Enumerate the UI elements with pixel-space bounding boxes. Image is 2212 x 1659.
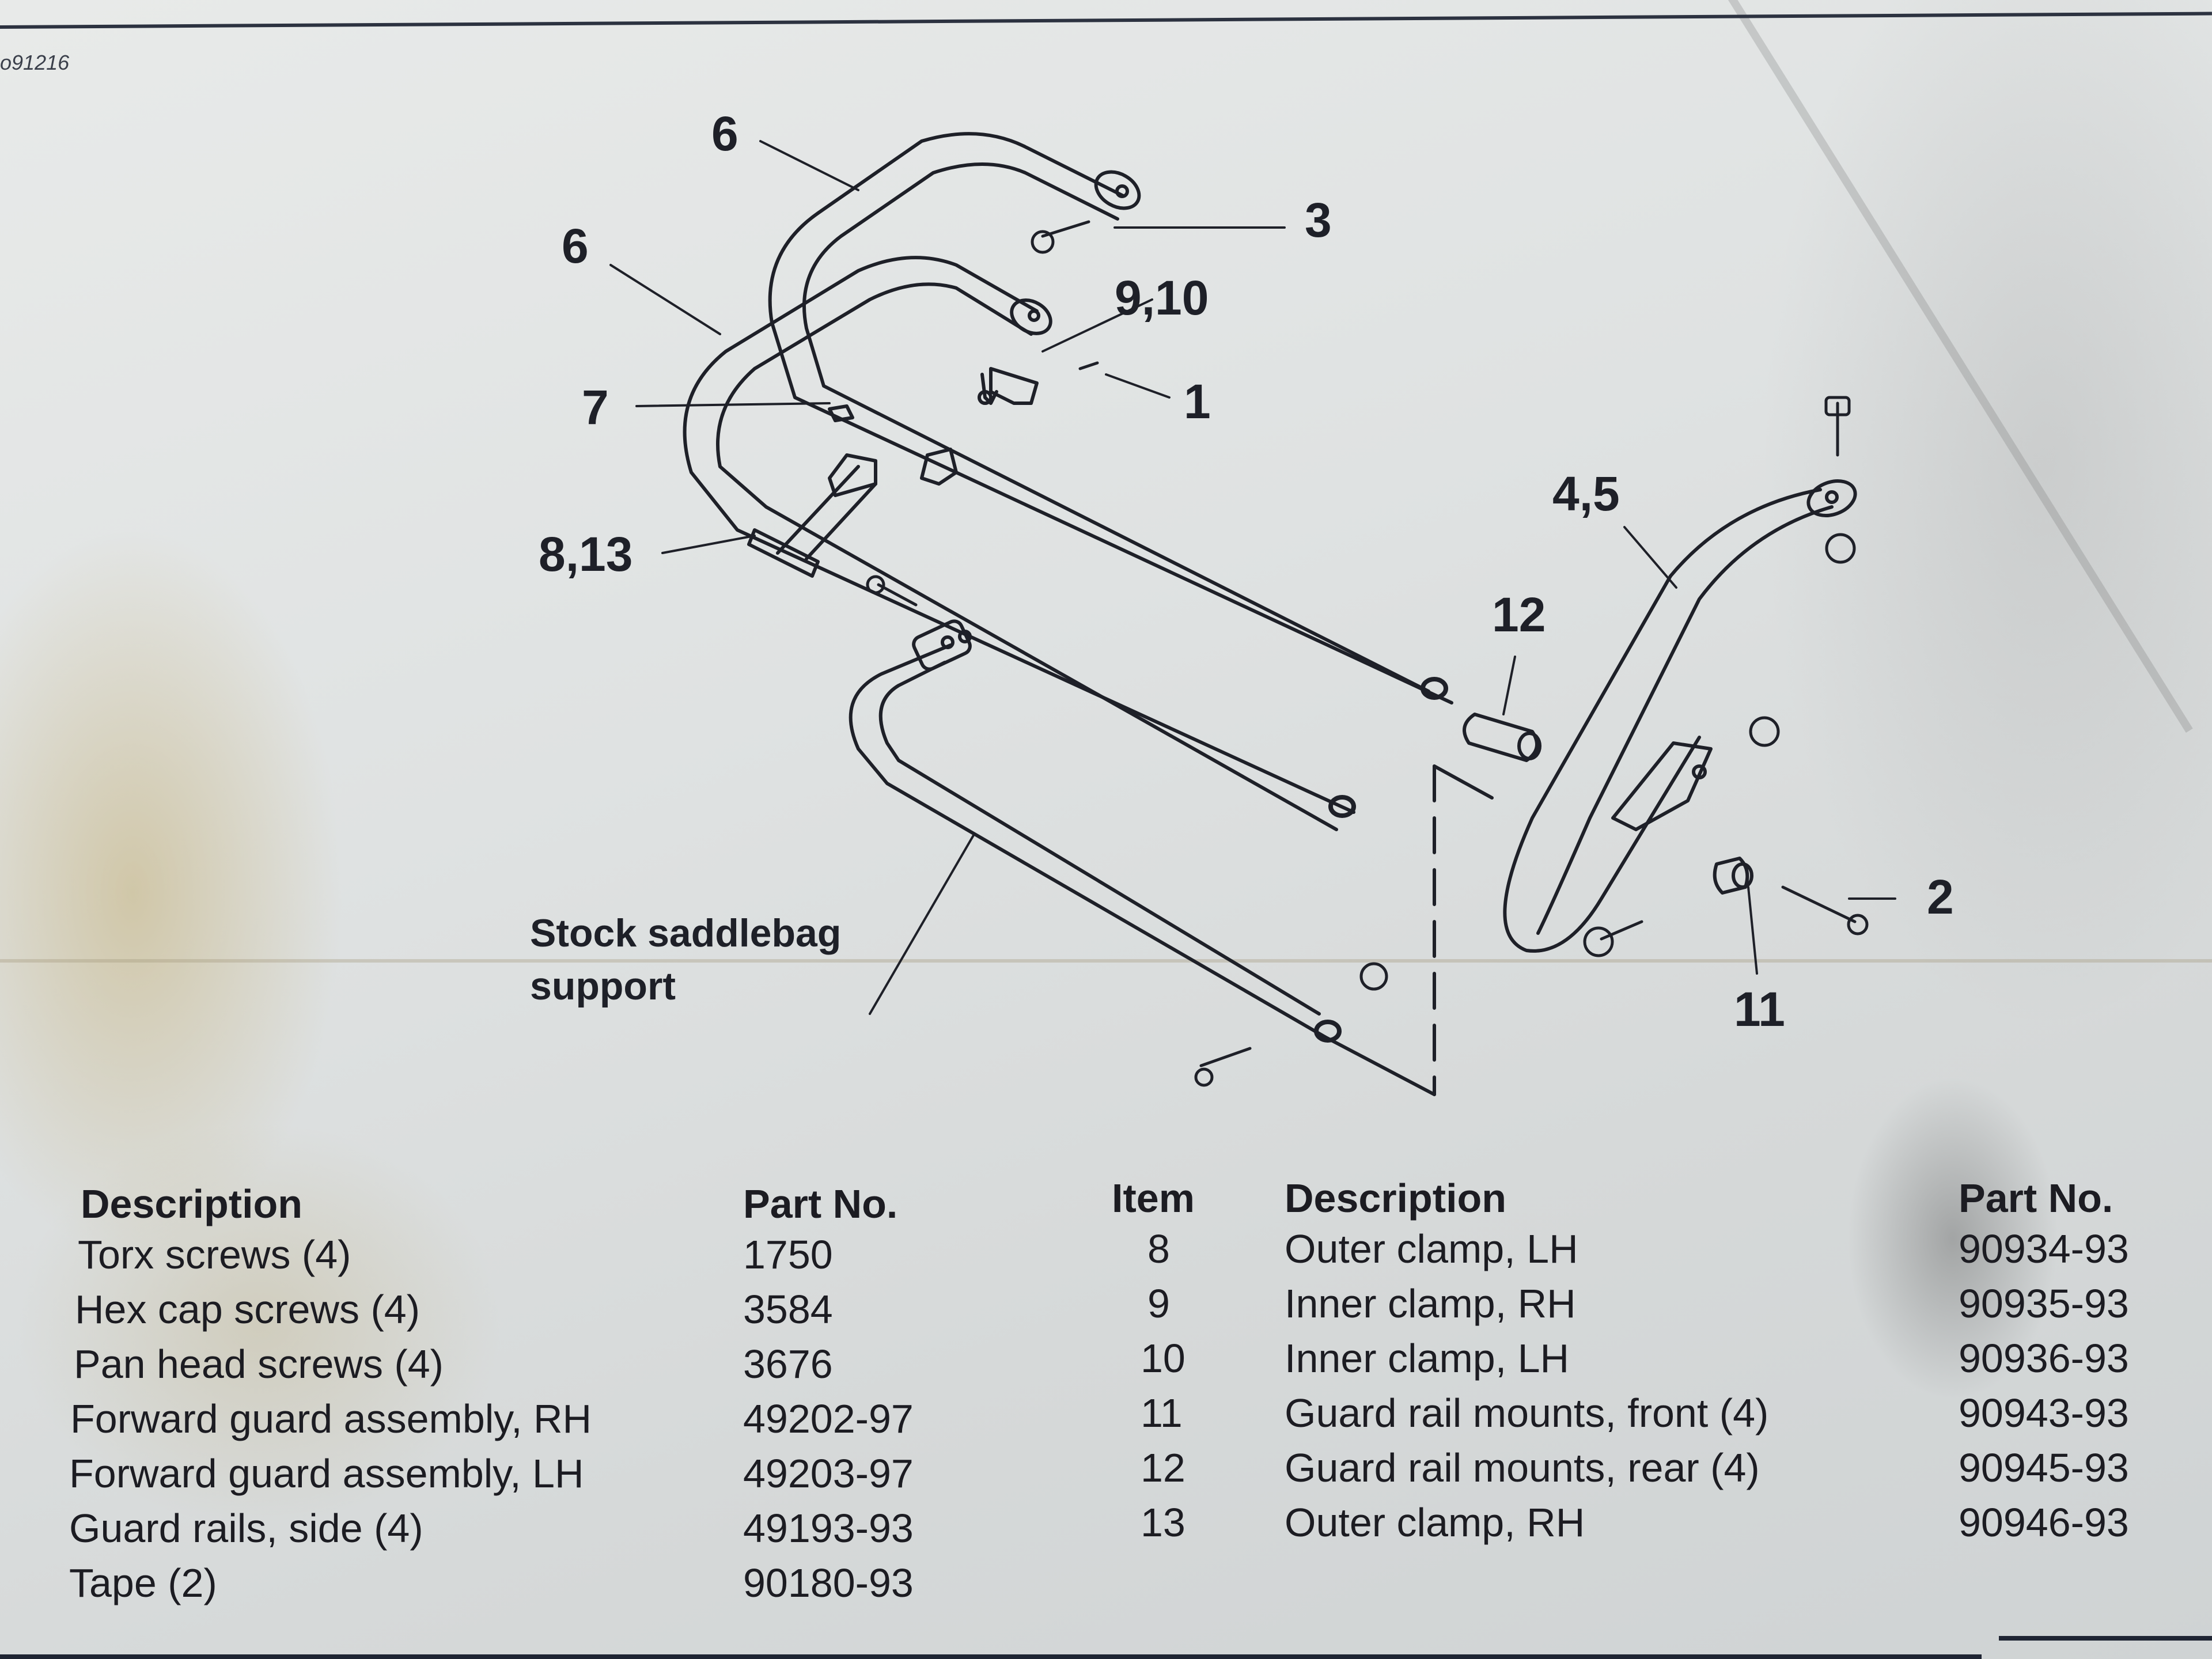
tube-end bbox=[1421, 677, 1448, 700]
cell-part-no: 90934-93 bbox=[1959, 1226, 2129, 1271]
table-row: 11 Guard rail mounts, front (4) 90943-93 bbox=[1112, 1385, 2129, 1440]
table-row: Tape (2) 90180-93 bbox=[69, 1555, 1146, 1610]
header-description: Description bbox=[1285, 1176, 1507, 1221]
callout-6-upper: 6 bbox=[711, 107, 738, 161]
table-row: 10 Inner clamp, LH 90936-93 bbox=[1112, 1331, 2129, 1385]
table-row: 9 Inner clamp, RH 90935-93 bbox=[1112, 1276, 2129, 1331]
table-header-row: Description Part No. bbox=[69, 1172, 1146, 1227]
document-number: o91216 bbox=[0, 51, 70, 74]
callout-9-10: 9,10 bbox=[1115, 271, 1209, 325]
exploded-diagram bbox=[609, 132, 1896, 1096]
cell-part-no: 90946-93 bbox=[1959, 1499, 2129, 1545]
table-header-row: Item Description Part No. bbox=[1112, 1166, 2129, 1221]
cell-part-no: 90943-93 bbox=[1959, 1390, 2129, 1435]
callout-2: 2 bbox=[1927, 870, 1954, 924]
saddlebag-support-note: Stock saddlebag support bbox=[530, 907, 841, 1013]
table-row: 8 Outer clamp, LH 90934-93 bbox=[1112, 1221, 2129, 1276]
cell-description: Forward guard assembly, LH bbox=[69, 1450, 584, 1496]
table-row: 12 Guard rail mounts, rear (4) 90945-93 bbox=[1112, 1440, 2129, 1495]
cell-part-no: 49193-93 bbox=[743, 1505, 914, 1551]
callout-12: 12 bbox=[1492, 588, 1546, 642]
rail-mounts bbox=[1463, 713, 1753, 895]
cell-item: 13 bbox=[1141, 1499, 1185, 1545]
callout-3: 3 bbox=[1305, 193, 1332, 247]
cell-description: Guard rails, side (4) bbox=[69, 1505, 423, 1551]
cell-part-no: 90936-93 bbox=[1959, 1335, 2129, 1381]
tape-piece bbox=[828, 404, 854, 422]
cell-item: 8 bbox=[1147, 1226, 1170, 1271]
note-line-2: support bbox=[530, 964, 676, 1008]
cell-part-no: 90945-93 bbox=[1959, 1445, 2129, 1490]
cell-description: Forward guard assembly, RH bbox=[70, 1396, 592, 1441]
cell-description: Guard rail mounts, front (4) bbox=[1285, 1390, 1769, 1435]
hardware bbox=[866, 220, 1869, 1087]
header-description: Description bbox=[81, 1181, 303, 1226]
cell-part-no: 3584 bbox=[743, 1286, 833, 1332]
cell-description: Inner clamp, RH bbox=[1285, 1281, 1576, 1326]
cell-item: 11 bbox=[1141, 1390, 1183, 1435]
cell-part-no: 90180-93 bbox=[743, 1560, 914, 1605]
cell-description: Guard rail mounts, rear (4) bbox=[1285, 1445, 1760, 1490]
callout-4-5: 4,5 bbox=[1552, 467, 1620, 521]
header-part-no: Part No. bbox=[743, 1181, 898, 1226]
saddlebag-support bbox=[849, 619, 1342, 1043]
paper-fold bbox=[0, 959, 2212, 963]
bottom-rule-right bbox=[1999, 1636, 2212, 1641]
callout-11: 11 bbox=[1734, 982, 1785, 1036]
table-row: Guard rails, side (4) 49193-93 bbox=[69, 1501, 1146, 1555]
cell-description: Torx screws (4) bbox=[78, 1232, 351, 1277]
note-line-1: Stock saddlebag bbox=[530, 911, 842, 955]
cell-description: Outer clamp, LH bbox=[1285, 1226, 1578, 1271]
callout-1: 1 bbox=[1184, 374, 1211, 429]
cell-description: Outer clamp, RH bbox=[1285, 1499, 1585, 1545]
callout-6-lower: 6 bbox=[562, 219, 589, 273]
table-row: Forward guard assembly, RH 49202-97 bbox=[69, 1391, 1146, 1446]
table-row: 13 Outer clamp, RH 90946-93 bbox=[1112, 1495, 2129, 1550]
cell-part-no: 1750 bbox=[743, 1232, 833, 1277]
tube-end bbox=[1328, 795, 1356, 818]
cell-item: 10 bbox=[1141, 1335, 1185, 1381]
cell-part-no: 49203-97 bbox=[743, 1450, 914, 1496]
cell-item: 9 bbox=[1147, 1281, 1170, 1326]
guard-rail-lower bbox=[683, 256, 1355, 831]
forward-guard-assembly bbox=[1503, 479, 1857, 953]
table-row: Forward guard assembly, LH 49203-97 bbox=[69, 1446, 1146, 1501]
cell-part-no: 3676 bbox=[743, 1341, 833, 1387]
cell-description: Inner clamp, LH bbox=[1285, 1335, 1570, 1381]
callout-7: 7 bbox=[582, 380, 609, 434]
table-row: Torx screws (4) 1750 bbox=[69, 1227, 1146, 1282]
guard-rail-upper bbox=[768, 132, 1453, 704]
table-row: Hex cap screws (4) 3584 bbox=[69, 1282, 1146, 1336]
header-part-no: Part No. bbox=[1959, 1176, 2113, 1221]
cell-description: Pan head screws (4) bbox=[74, 1341, 444, 1387]
table-row: Pan head screws (4) 3676 bbox=[69, 1336, 1146, 1391]
parts-table-left: Description Part No. Torx screws (4) 1750… bbox=[69, 1172, 1146, 1610]
cell-part-no: 49202-97 bbox=[743, 1396, 914, 1441]
clamps bbox=[747, 367, 1039, 578]
cell-description: Hex cap screws (4) bbox=[75, 1286, 421, 1332]
header-item: Item bbox=[1112, 1176, 1195, 1221]
bottom-rule bbox=[0, 1654, 1982, 1659]
cell-item: 12 bbox=[1141, 1445, 1185, 1490]
cell-part-no: 90935-93 bbox=[1959, 1281, 2129, 1326]
leader-lines bbox=[609, 140, 1896, 1015]
callout-8-13: 8,13 bbox=[539, 527, 633, 581]
cell-description: Tape (2) bbox=[69, 1560, 217, 1605]
